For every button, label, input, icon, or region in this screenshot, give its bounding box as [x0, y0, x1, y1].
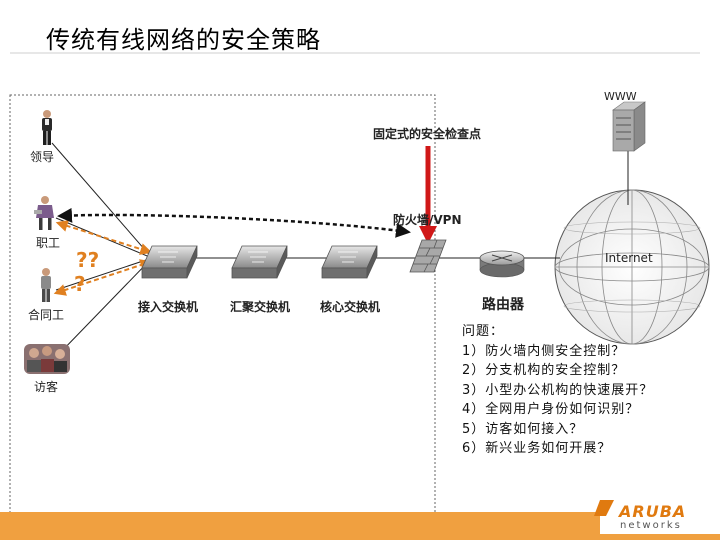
router-label: 路由器 [482, 297, 524, 313]
visitor-label: 访客 [34, 380, 59, 394]
question-item: 3）小型办公机构的快速展开？ [462, 382, 654, 398]
aggregation-switch-icon [231, 245, 288, 279]
leader-person-icon [42, 110, 52, 145]
contractor-person-icon [41, 268, 51, 302]
www-server-icon [612, 101, 646, 152]
question-item: 2）分支机构的安全控制？ [462, 363, 626, 378]
question-item: 5）访客如何接入？ [462, 421, 584, 437]
aruba-logo-icon [594, 500, 614, 516]
contractor-label: 合同工 [28, 308, 65, 322]
internet-label: Internet [605, 251, 653, 265]
core-switch-label: 核心交换机 [320, 300, 381, 314]
questions-heading: 问题： [462, 324, 505, 339]
visitor-group-icon [24, 344, 70, 374]
leader-label: 领导 [30, 150, 55, 164]
page-title: 传统有线网络的安全策略 [46, 26, 321, 54]
employee-person-icon [34, 196, 54, 230]
router-icon [479, 250, 525, 278]
aruba-logo-text: ARUBA [619, 502, 687, 521]
firewall-label: 防火墙/VPN [393, 213, 462, 227]
access-switch-label: 接入交换机 [138, 300, 199, 314]
checkpoint-label: 固定式的安全检查点 [373, 127, 482, 141]
question-marks-upper: ?? [76, 248, 100, 272]
aruba-logo-subtext: networks [620, 520, 682, 531]
employee-label: 职工 [36, 236, 61, 250]
access-switch-icon [141, 245, 198, 279]
firewall-icon [409, 239, 447, 273]
question-mark-lower: ? [74, 272, 86, 296]
question-item: 1）防火墙内侧安全控制？ [462, 343, 626, 359]
questions-list: 问题： 1）防火墙内侧安全控制？ 2）分支机构的安全控制？ 3）小型办公机构的快… [462, 322, 653, 459]
aggregation-switch-label: 汇聚交换机 [230, 300, 291, 314]
internet-globe-icon [554, 189, 710, 345]
question-item: 6）新兴业务如何开展？ [462, 441, 612, 456]
core-switch-icon [321, 245, 378, 279]
www-label: WWW [604, 90, 637, 103]
question-item: 4）全网用户身份如何识别？ [462, 402, 640, 417]
